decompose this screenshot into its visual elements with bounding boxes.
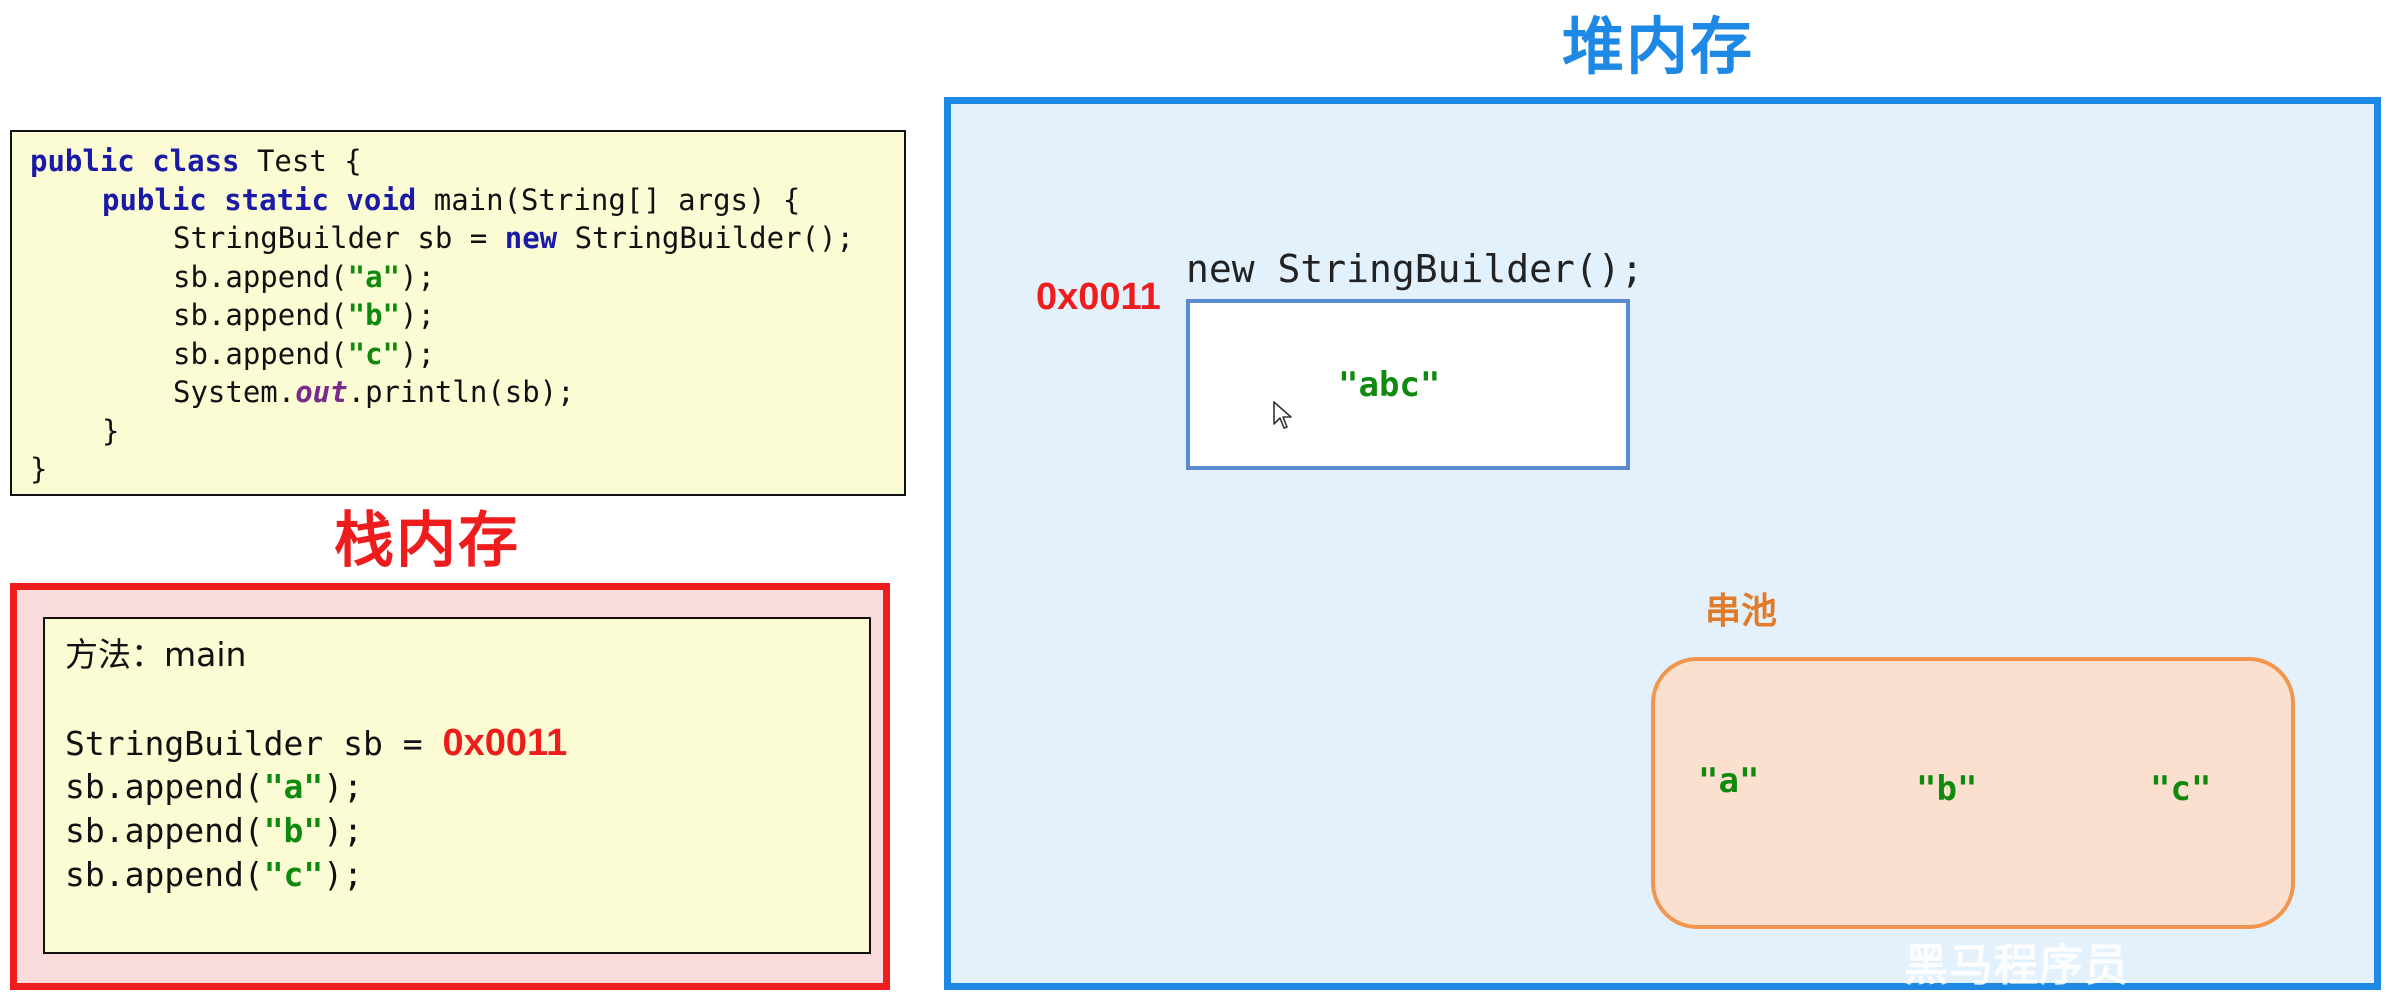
stack-var-address: 0x0011 [442, 722, 568, 764]
code-line-3: StringBuilder sb = new StringBuilder(); [30, 219, 904, 258]
code-line-9: } [30, 452, 48, 486]
code-line-8: } [102, 413, 120, 448]
code-line-5: sb.append("b"); [30, 296, 904, 335]
stack-append-c: sb.append("c"); [65, 853, 869, 897]
stack-frame-main: 方法：main StringBuilder sb = 0x0011 sb.app… [43, 617, 871, 954]
code-keyword: public class [30, 144, 240, 178]
pool-string-b: "b" [1916, 769, 1978, 809]
heap-object-label: new StringBuilder(); [1186, 247, 1644, 291]
stack-append-call: sb.append( [65, 855, 264, 894]
code-line-6: sb.append("c"); [30, 335, 904, 374]
code-text: StringBuilder(); [557, 221, 854, 255]
code-string: "a" [347, 259, 400, 294]
code-text: StringBuilder sb = [173, 221, 505, 255]
mouse-pointer-icon [1272, 400, 1296, 432]
code-string: "c" [347, 336, 400, 371]
heap-object-box [1186, 299, 1630, 470]
code-text: sb.append( [173, 298, 348, 332]
stack-append-close: ); [323, 767, 364, 806]
code-line-1: public class Test { [30, 142, 904, 181]
stack-append-a: sb.append("a"); [65, 765, 869, 809]
heap-memory-title: 堆内存 [1562, 10, 1755, 83]
stack-frame-method: 方法：main [65, 635, 247, 674]
stack-memory-panel: 方法：main StringBuilder sb = 0x0011 sb.app… [10, 583, 890, 990]
code-static-field: out [295, 375, 348, 409]
code-text: sb.append( [173, 259, 348, 294]
stack-append-arg: "c" [263, 855, 324, 894]
stack-append-b: sb.append("b"); [65, 809, 869, 853]
stack-append-arg: "a" [263, 767, 324, 806]
code-string: "b" [347, 298, 400, 332]
stack-blank-line [65, 677, 869, 721]
code-text: ); [400, 336, 435, 371]
code-text: sb.append( [173, 336, 348, 371]
code-line-4: sb.append("a"); [30, 258, 904, 297]
code-line-2: public static void main(String[] args) { [30, 181, 904, 220]
heap-object-value: "abc" [1338, 365, 1441, 405]
code-text: System. [173, 375, 296, 409]
stack-variable-sb: StringBuilder sb = 0x0011 [65, 721, 869, 765]
code-text: main(String[] args) { [416, 182, 801, 217]
code-text: ); [400, 259, 435, 294]
stack-var-decl: StringBuilder sb = [65, 724, 443, 763]
watermark-logo: 黑马程序员 [1904, 940, 2129, 991]
pool-string-c: "c" [2150, 769, 2212, 809]
stack-memory-title: 栈内存 [334, 506, 520, 576]
string-pool-box [1651, 657, 2295, 929]
code-keyword: new [504, 221, 558, 255]
code-line-7: System.out.println(sb); [30, 373, 904, 412]
heap-object-address: 0x0011 [1036, 276, 1161, 318]
stack-append-close: ); [323, 855, 364, 894]
stack-append-arg: "b" [263, 811, 324, 850]
code-text: .println(sb); [347, 375, 575, 409]
string-pool-label: 串池 [1705, 591, 1778, 632]
stack-append-call: sb.append( [65, 811, 264, 850]
pool-string-a: "a" [1698, 761, 1760, 801]
code-snippet: public class Test { public static void m… [10, 130, 906, 496]
stack-append-call: sb.append( [65, 767, 264, 806]
code-text: Test { [239, 144, 362, 178]
code-text: ); [400, 298, 435, 332]
code-keyword: public static void [102, 182, 417, 217]
stack-append-close: ); [323, 811, 364, 850]
